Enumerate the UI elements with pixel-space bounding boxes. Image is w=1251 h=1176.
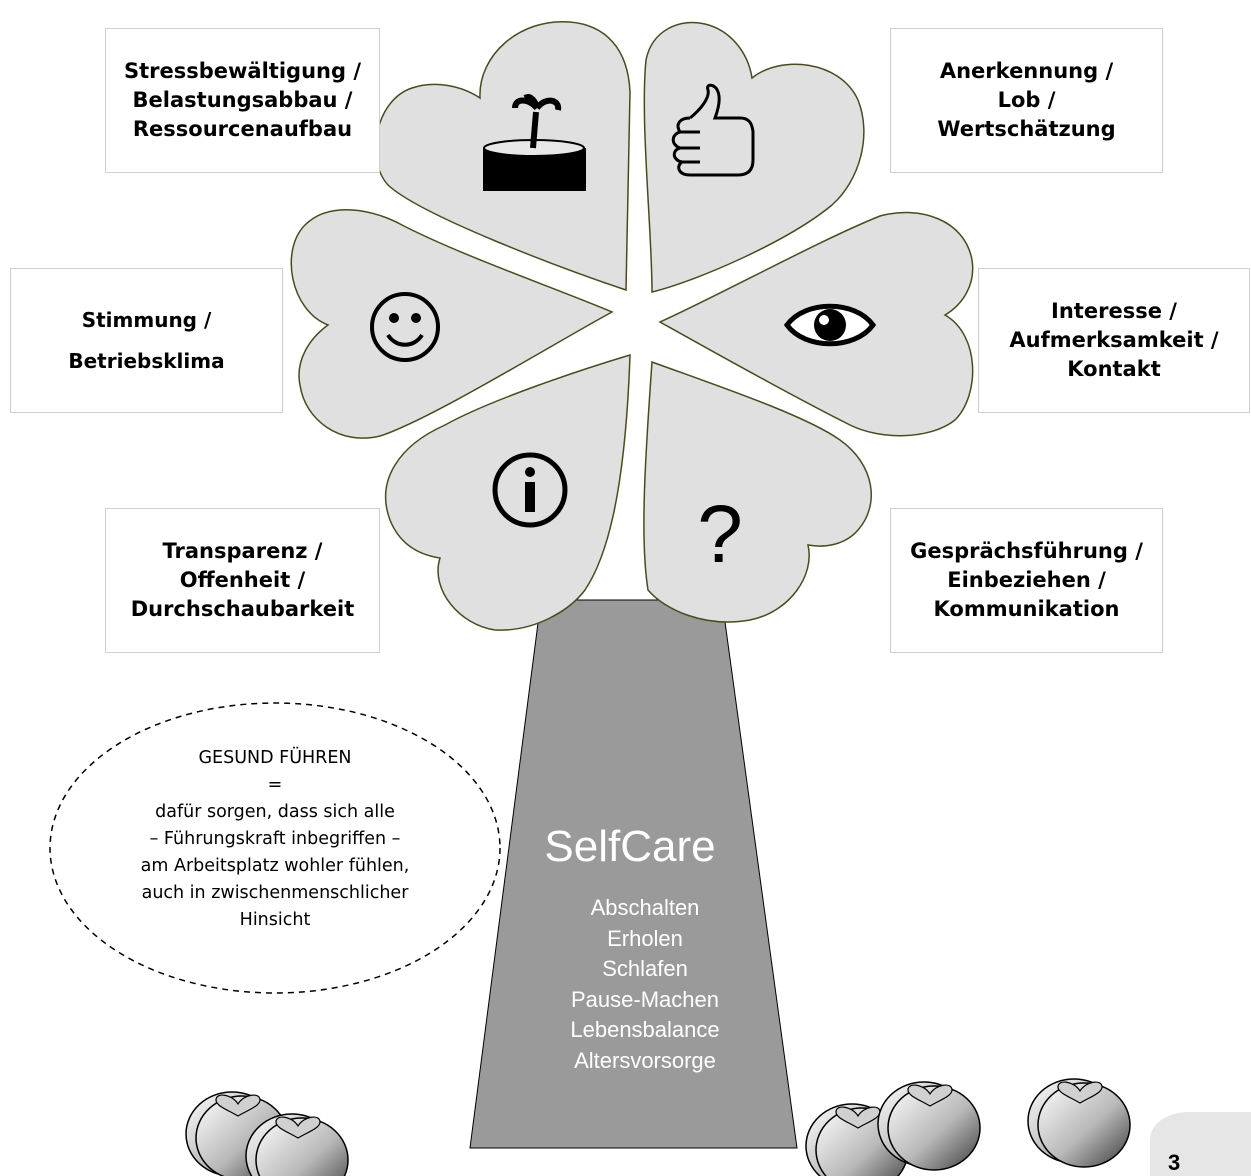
selfcare-item: Lebensbalance [570, 1017, 720, 1042]
label-line: Interesse / [1051, 299, 1177, 323]
label-line: Gesprächsführung / [910, 539, 1143, 563]
label-line: Einbeziehen / [947, 568, 1106, 592]
box-interesse: Interesse / Aufmerksamkeit / Kontakt [978, 268, 1250, 413]
smiley-icon [370, 292, 440, 362]
petal-stimmung [290, 209, 614, 439]
selfcare-title: SelfCare [544, 822, 716, 871]
box-stimmung: Stimmung / Betriebsklima [10, 268, 283, 413]
box-transparenz: Transparenz / Offenheit / Durchschaubark… [105, 508, 380, 653]
stone-decoration [1027, 1078, 1131, 1168]
selfcare-item: Pause-Machen [571, 986, 719, 1012]
box-stress: Stressbewältigung / Belastungsabbau / Re… [105, 28, 380, 173]
definition-line: – Führungskraft inbegriffen – [149, 829, 401, 849]
definition-line: auch in zwischenmenschlicher [141, 883, 409, 903]
definition-line: dafür sorgen, dass sich alle [155, 802, 395, 822]
label-line: Betriebsklima [68, 348, 225, 373]
thumbs-up-icon [671, 83, 755, 177]
info-icon [492, 452, 568, 528]
label-line: Lob / [997, 88, 1056, 112]
definition-text: GESUND FÜHREN = dafür sorgen, dass sich … [100, 745, 450, 934]
definition-line: GESUND FÜHREN [198, 748, 352, 768]
label-line: Kommunikation [933, 597, 1120, 621]
selfcare-item: Altersvorsorge [574, 1047, 716, 1073]
label-line: Anerkennung / [939, 59, 1114, 83]
label-line: Stimmung / [81, 307, 212, 332]
label-line: Kontakt [1067, 357, 1161, 381]
label-line: Ressourcenaufbau [132, 117, 353, 141]
definition-line: = [267, 775, 283, 795]
selfcare-item: Abschalten [590, 895, 700, 920]
definition-ellipse [49, 702, 501, 994]
page-tab [1150, 1112, 1251, 1176]
label-line: Transparenz / [162, 539, 323, 563]
box-gespraech: Gesprächsführung / Einbeziehen / Kommuni… [890, 508, 1163, 653]
page-number: 3 [1168, 1150, 1181, 1175]
label-line: Aufmerksamkeit / [1009, 328, 1219, 352]
selfcare-item: Schlafen [602, 956, 688, 981]
island-icon [483, 94, 586, 191]
label-line: Wertschätzung [937, 117, 1116, 141]
eye-icon [783, 303, 877, 347]
label-line: Belastungsabbau / [132, 88, 353, 112]
label-line: Offenheit / [179, 568, 306, 592]
label-line: Durchschaubarkeit [130, 597, 355, 621]
selfcare-list: Abschalten Erholen Schlafen Pause-Machen… [545, 893, 745, 1076]
selfcare-item: Erholen [607, 925, 683, 951]
petal-transparenz [384, 353, 631, 631]
definition-line: Hinsicht [239, 910, 311, 930]
petal-gespraech [643, 360, 872, 623]
box-anerkennung: Anerkennung / Lob / Wertschätzung [890, 28, 1163, 173]
label-line: Stressbewältigung / [124, 59, 361, 83]
definition-line: am Arbeitsplatz wohler fühlen, [140, 856, 410, 876]
question-icon: ? [697, 489, 743, 580]
